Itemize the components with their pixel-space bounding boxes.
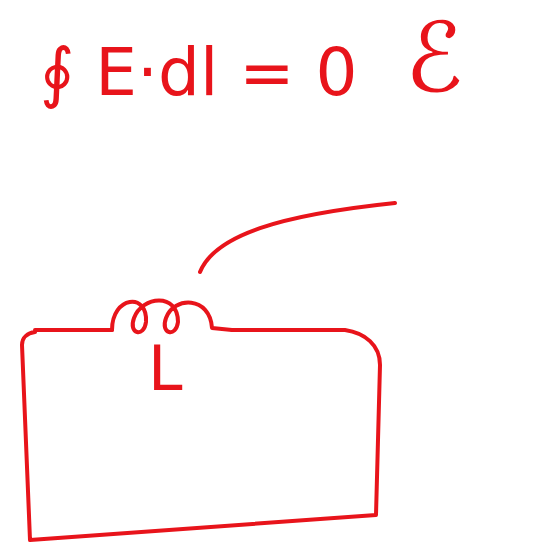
emf-symbol: ℰ: [405, 10, 463, 106]
inductor-symbol: [112, 301, 232, 333]
equation: ∮ E·dl = 0: [40, 40, 358, 106]
circuit-wire: [22, 330, 380, 540]
inductor-label: L: [148, 338, 183, 400]
leader-line: [200, 203, 395, 272]
